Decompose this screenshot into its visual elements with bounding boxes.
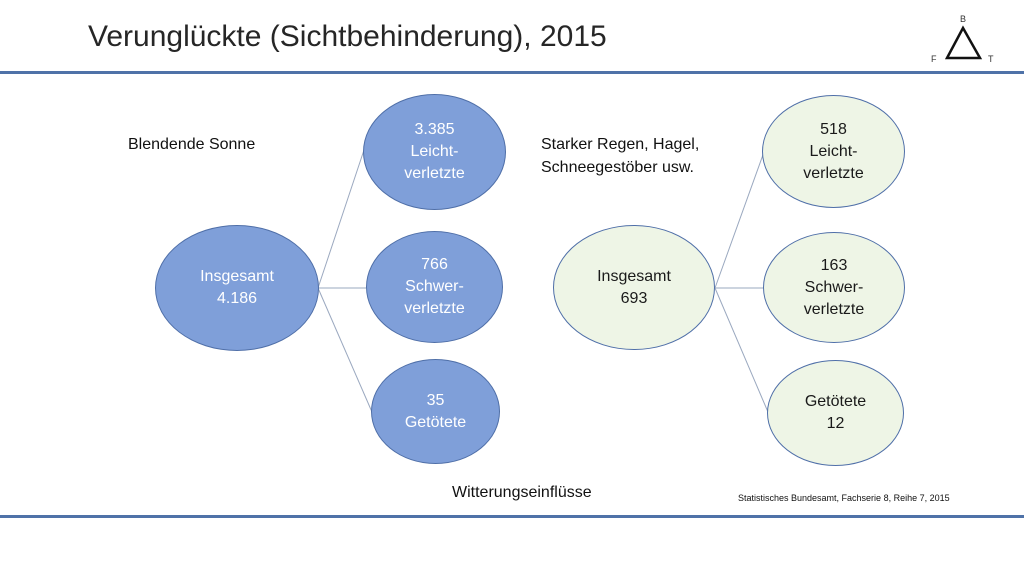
right-total-value: 693 xyxy=(620,289,648,307)
right-light-label-1: Leicht- xyxy=(809,142,858,160)
right-light-value: 518 xyxy=(820,120,847,138)
left-total-value: 4.186 xyxy=(216,290,258,307)
left-killed-value: 35 xyxy=(426,391,445,409)
right-killed-node: Getötete 12 xyxy=(767,360,904,466)
left-severe-label-1: Schwer- xyxy=(405,278,464,295)
left-killed-label: Getötete xyxy=(404,413,467,431)
left-total-label: Insgesamt xyxy=(200,268,274,285)
right-group-label-line1: Starker Regen, Hagel, xyxy=(541,136,700,153)
left-light-label-2: verletzte xyxy=(404,165,465,182)
triangle-icon xyxy=(944,25,983,60)
left-total-node: Insgesamt 4.186 xyxy=(155,225,319,351)
connector-right-1 xyxy=(714,151,765,289)
left-light-injured-node: 3.385 Leicht- verletzte xyxy=(363,94,506,210)
right-severe-injured-node: 163 Schwer- verletzte xyxy=(763,232,905,343)
left-severe-injured-node: 766 Schwer- verletzte xyxy=(366,231,503,343)
left-light-label-1: Leicht- xyxy=(410,143,459,160)
left-severe-value: 766 xyxy=(421,256,448,273)
source-citation: Statistisches Bundesamt, Fachserie 8, Re… xyxy=(738,493,950,503)
connector-left-1 xyxy=(317,146,366,289)
right-killed-value: 12 xyxy=(826,415,845,432)
slide-title: Verunglückte (Sichtbehinderung), 2015 xyxy=(88,20,607,53)
footer-caption: Witterungseinflüsse xyxy=(452,484,592,501)
left-group-label: Blendende Sonne xyxy=(128,136,256,153)
right-severe-label-1: Schwer- xyxy=(804,278,864,296)
connector-right-3 xyxy=(714,287,769,413)
left-light-value: 3.385 xyxy=(414,121,455,138)
right-light-label-2: verletzte xyxy=(803,164,864,182)
logo-letter-b: B xyxy=(960,14,967,24)
connector-left-3 xyxy=(317,287,373,413)
right-total-node: Insgesamt 693 xyxy=(553,225,715,350)
right-total-label: Insgesamt xyxy=(597,267,671,285)
top-divider xyxy=(0,71,1024,74)
btf-logo: B F T xyxy=(928,12,1000,66)
right-killed-label: Getötete xyxy=(804,393,867,410)
right-severe-value: 163 xyxy=(820,256,848,274)
left-severe-label-2: verletzte xyxy=(404,300,465,317)
right-severe-label-2: verletzte xyxy=(803,300,865,318)
bottom-divider xyxy=(0,515,1024,518)
right-group-label-line2: Schneegestöber usw. xyxy=(541,159,694,176)
left-killed-node: 35 Getötete xyxy=(371,359,500,464)
logo-letter-f: F xyxy=(931,54,937,64)
right-light-injured-node: 518 Leicht- verletzte xyxy=(762,95,905,208)
logo-letter-t: T xyxy=(988,54,994,64)
